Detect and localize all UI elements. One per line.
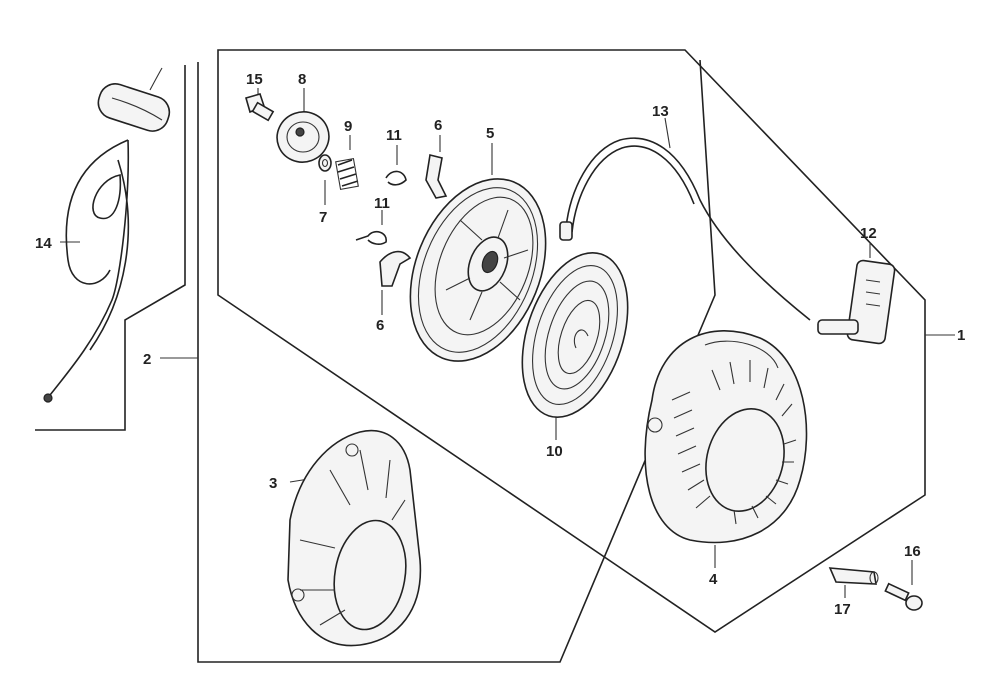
label-part-3: 3 [269, 475, 277, 492]
label-part-9: 9 [344, 118, 352, 135]
label-part-6-lower: 6 [376, 317, 384, 334]
rope-part-13 [559, 137, 811, 321]
vent-slots [671, 360, 797, 525]
clip-part-11-upper [385, 170, 407, 186]
label-part-7: 7 [319, 209, 327, 226]
label-part-11-lower: 11 [374, 195, 390, 212]
label-part-1: 1 [957, 327, 965, 344]
label-part-14: 14 [35, 235, 52, 252]
label-part-15: 15 [246, 71, 263, 88]
washer-part-7 [318, 154, 332, 172]
label-part-16: 16 [904, 543, 921, 560]
starter-grip-part-12 [817, 259, 896, 345]
ratchet-part-8 [276, 111, 330, 163]
label-part-13: 13 [652, 103, 669, 120]
part-number-labels: 1 2 3 4 5 6 6 7 8 9 10 11 11 12 13 14 15… [35, 71, 965, 618]
recoil-spring-part-10 [521, 252, 629, 418]
clip-part-11-lower [355, 230, 387, 245]
starter-rope-part-14 [43, 67, 171, 403]
label-part-17: 17 [834, 601, 851, 618]
label-part-4: 4 [709, 571, 718, 588]
label-part-12: 12 [860, 225, 877, 242]
cable-frame-14 [35, 65, 186, 431]
bolt-part-15 [245, 93, 275, 122]
assembly-frame-1 [217, 49, 926, 633]
reel-part-5 [409, 178, 547, 362]
label-part-8: 8 [298, 71, 306, 88]
label-part-11-upper: 11 [386, 127, 402, 144]
leader-lines [60, 88, 955, 598]
label-part-2: 2 [143, 351, 151, 368]
pawl-part-6-upper [425, 154, 448, 199]
label-part-5: 5 [486, 125, 494, 142]
bolt-part-16 [884, 582, 923, 611]
spring-part-9 [335, 158, 359, 190]
spacer-part-17 [828, 567, 879, 585]
starter-case-part-3 [287, 429, 422, 647]
label-part-6-upper: 6 [434, 117, 442, 134]
label-part-10: 10 [546, 443, 563, 460]
pawl-part-6-lower [379, 250, 412, 287]
fan-cover-part-4 [644, 330, 808, 544]
